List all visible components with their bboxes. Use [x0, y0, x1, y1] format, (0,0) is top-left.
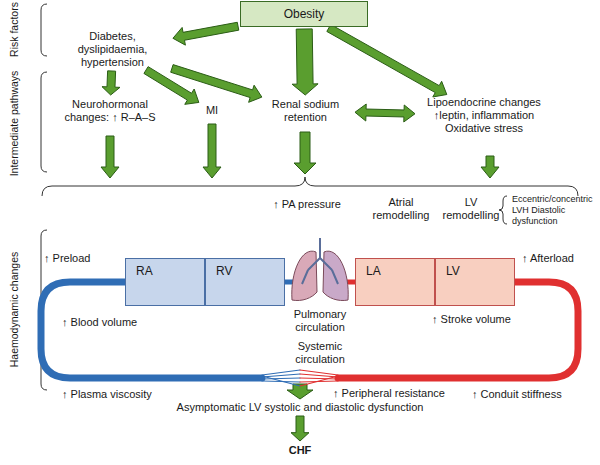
- node-text: RA: [136, 265, 204, 278]
- bracket: [41, 72, 47, 172]
- bronchi: [302, 238, 338, 284]
- annotation: ↑ Blood volume: [62, 316, 162, 329]
- risk-factor-text: Diabetes, dyslipidaemia, hypertension: [55, 30, 170, 69]
- annotation: ↑ Preload: [44, 252, 116, 265]
- pathway-text: Renal sodium retention: [258, 98, 353, 124]
- outcome-text: Asymptomatic LV systolic and diastolic d…: [150, 401, 450, 414]
- block-arrow: [203, 124, 221, 178]
- block-arrow: [171, 65, 262, 103]
- block-arrow: [294, 132, 316, 174]
- pathway-text: Neurohormonal changes: ↑ R–A–S: [55, 98, 165, 124]
- outcome-text: CHF: [270, 444, 330, 457]
- pathway-text: MI: [197, 104, 227, 117]
- section-label: Haemodynamic changes: [8, 240, 21, 380]
- annotation: ↑ PA pressure: [262, 198, 352, 211]
- block-arrow: [101, 136, 119, 178]
- annotation: LV remodelling: [441, 196, 501, 222]
- annotation: Systemic circulation: [275, 340, 365, 366]
- heart-chamber: LA: [355, 258, 435, 306]
- node-text: Lipoendocrine changes ↑leptin, inflammat…: [418, 96, 550, 135]
- annotation: ↑ Plasma viscosity: [62, 388, 182, 401]
- heart-chamber: LV: [435, 258, 515, 306]
- annotation: Pulmonary circulation: [275, 308, 365, 334]
- annotation: ↑ Conduit stiffness: [472, 388, 592, 401]
- annotation: ↑ Peripheral resistance: [333, 387, 468, 400]
- block-arrow: [355, 104, 415, 122]
- heart-chamber: RV: [205, 258, 285, 306]
- capillaries: [300, 370, 338, 386]
- capillaries: [262, 370, 300, 386]
- heart-chamber: RA: [125, 258, 205, 306]
- node-text: CHF: [270, 444, 330, 457]
- lungs: [292, 238, 348, 301]
- block-arrow: [481, 156, 499, 178]
- node-text: Diabetes, dyslipidaemia, hypertension: [55, 30, 170, 69]
- lung: [292, 251, 317, 300]
- node-text: Renal sodium retention: [258, 98, 353, 124]
- annotation: Eccentric/concentric LVH Diastolic dysfu…: [512, 194, 596, 227]
- root-cause-box: Obesity: [240, 1, 368, 27]
- node-text: RV: [216, 265, 284, 278]
- block-arrow: [291, 416, 309, 441]
- block-arrow: [292, 29, 318, 95]
- block-arrow: [173, 22, 239, 45]
- block-arrow: [327, 24, 447, 96]
- node-text: LA: [366, 265, 434, 278]
- node-text: Neurohormonal changes: ↑ R–A–S: [55, 98, 165, 124]
- node-text: Obesity: [284, 8, 325, 21]
- node-text: Asymptomatic LV systolic and diastolic d…: [150, 401, 450, 414]
- annotation: ↑ Stroke volume: [432, 313, 532, 326]
- section-label: Risk factors: [8, 0, 21, 65]
- lung: [323, 251, 348, 300]
- brace: [42, 177, 578, 196]
- node-text: LV: [446, 265, 514, 278]
- section-label: Intermediate pathways: [8, 59, 21, 189]
- annotation: Atrial remodelling: [370, 196, 432, 222]
- brackets: [41, 4, 578, 390]
- annotation: ↑ Afterload: [522, 252, 596, 265]
- block-arrow: [102, 71, 120, 95]
- pathway-text: Lipoendocrine changes ↑leptin, inflammat…: [418, 96, 550, 135]
- bracket: [41, 4, 47, 56]
- node-text: MI: [197, 104, 227, 117]
- bracket: [499, 196, 507, 224]
